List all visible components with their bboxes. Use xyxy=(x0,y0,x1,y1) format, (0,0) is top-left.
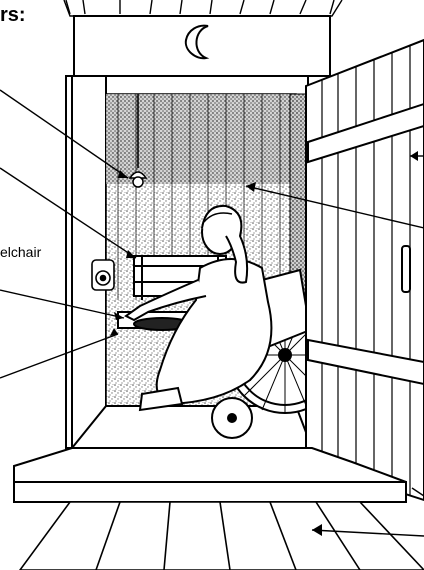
heading-fragment: rs: xyxy=(0,4,26,27)
moon-sign-board xyxy=(74,16,330,76)
toilet-paper-holder xyxy=(92,260,114,290)
wheelchair-label-fragment: elchair xyxy=(0,244,41,260)
access-ramp xyxy=(20,502,424,570)
open-door xyxy=(306,40,424,500)
roof-boards xyxy=(64,0,342,16)
door-handle xyxy=(402,246,410,292)
